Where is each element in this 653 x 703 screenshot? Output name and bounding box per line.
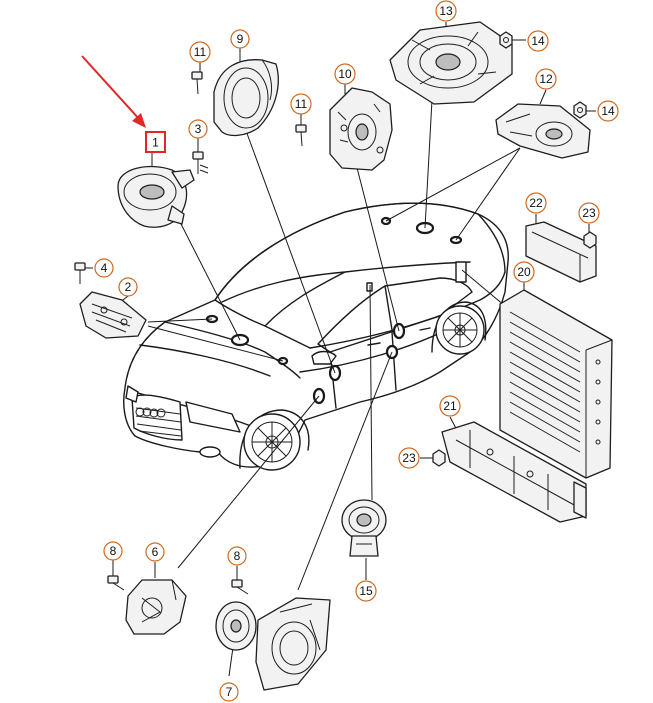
callout-labels: 1 2 3 4 6 7 8 8 — [94, 0, 619, 702]
callout-6: 6 — [145, 542, 165, 562]
callout-14-upper: 14 — [527, 30, 549, 52]
leader-lines — [82, 22, 596, 677]
callout-3: 3 — [188, 119, 208, 139]
part-23-nut-lower — [432, 449, 446, 467]
svg-text:10: 10 — [338, 67, 352, 81]
svg-text:23: 23 — [582, 206, 596, 220]
part-22-module — [525, 221, 597, 283]
svg-text:14: 14 — [601, 104, 615, 118]
svg-text:4: 4 — [101, 261, 108, 275]
callout-10: 10 — [334, 63, 356, 85]
svg-text:13: 13 — [439, 4, 453, 18]
svg-text:7: 7 — [226, 685, 233, 699]
svg-text:22: 22 — [529, 196, 543, 210]
svg-text:8: 8 — [234, 549, 241, 563]
callout-11-upper: 11 — [189, 41, 211, 63]
part-14-nut-lower — [573, 101, 587, 119]
svg-text:8: 8 — [110, 544, 117, 558]
svg-text:2: 2 — [125, 280, 132, 294]
part-4-screw — [74, 262, 86, 284]
part-10-speaker-housing — [329, 87, 393, 171]
part-20-amplifier — [499, 289, 613, 479]
callout-12: 12 — [535, 68, 557, 90]
svg-text:21: 21 — [443, 399, 457, 413]
part-12-center-speaker — [495, 103, 591, 159]
svg-text:6: 6 — [152, 545, 159, 559]
svg-text:1: 1 — [152, 136, 159, 150]
svg-text:14: 14 — [531, 34, 545, 48]
part-8-screw-left — [107, 575, 125, 591]
part-7-woofer — [215, 597, 331, 691]
callout-8-left: 8 — [103, 541, 123, 561]
part-6-speaker-housing — [125, 579, 187, 635]
callout-9: 9 — [230, 29, 250, 49]
callout-22: 22 — [525, 192, 547, 214]
part-13-subwoofer — [389, 21, 513, 105]
callout-7: 7 — [219, 682, 239, 702]
part-14-nut-upper — [499, 31, 513, 49]
callout-15: 15 — [355, 580, 377, 602]
part-11-screw-upper — [191, 71, 203, 95]
callout-13: 13 — [435, 0, 457, 22]
callout-14-lower: 14 — [597, 100, 619, 122]
svg-text:20: 20 — [517, 265, 531, 279]
part-21-mounting-bracket — [441, 421, 587, 523]
part-23-nut-upper — [583, 231, 597, 249]
callout-8-right: 8 — [227, 546, 247, 566]
callout-20: 20 — [513, 261, 535, 283]
part-15-speaker — [341, 499, 387, 557]
part-9-speaker — [213, 59, 279, 137]
callout-21: 21 — [439, 395, 461, 417]
svg-text:3: 3 — [195, 122, 202, 136]
callout-23-lower: 23 — [398, 447, 420, 469]
part-11-screw-lower — [295, 124, 307, 147]
callout-1: 1 — [145, 131, 166, 153]
callout-23-upper: 23 — [578, 202, 600, 224]
red-arrow-icon — [81, 55, 146, 128]
svg-text:12: 12 — [539, 72, 553, 86]
callout-11-lower: 11 — [290, 93, 312, 115]
svg-text:23: 23 — [402, 451, 416, 465]
callout-2: 2 — [118, 277, 138, 297]
svg-text:15: 15 — [359, 584, 373, 598]
svg-text:11: 11 — [194, 45, 207, 59]
callout-4: 4 — [94, 258, 114, 278]
svg-text:9: 9 — [237, 32, 244, 46]
part-2-bracket — [79, 291, 147, 339]
svg-text:11: 11 — [295, 97, 308, 111]
part-3-screw — [192, 151, 209, 174]
part-8-screw-right — [231, 579, 249, 595]
part-1-tweeter — [117, 165, 195, 228]
